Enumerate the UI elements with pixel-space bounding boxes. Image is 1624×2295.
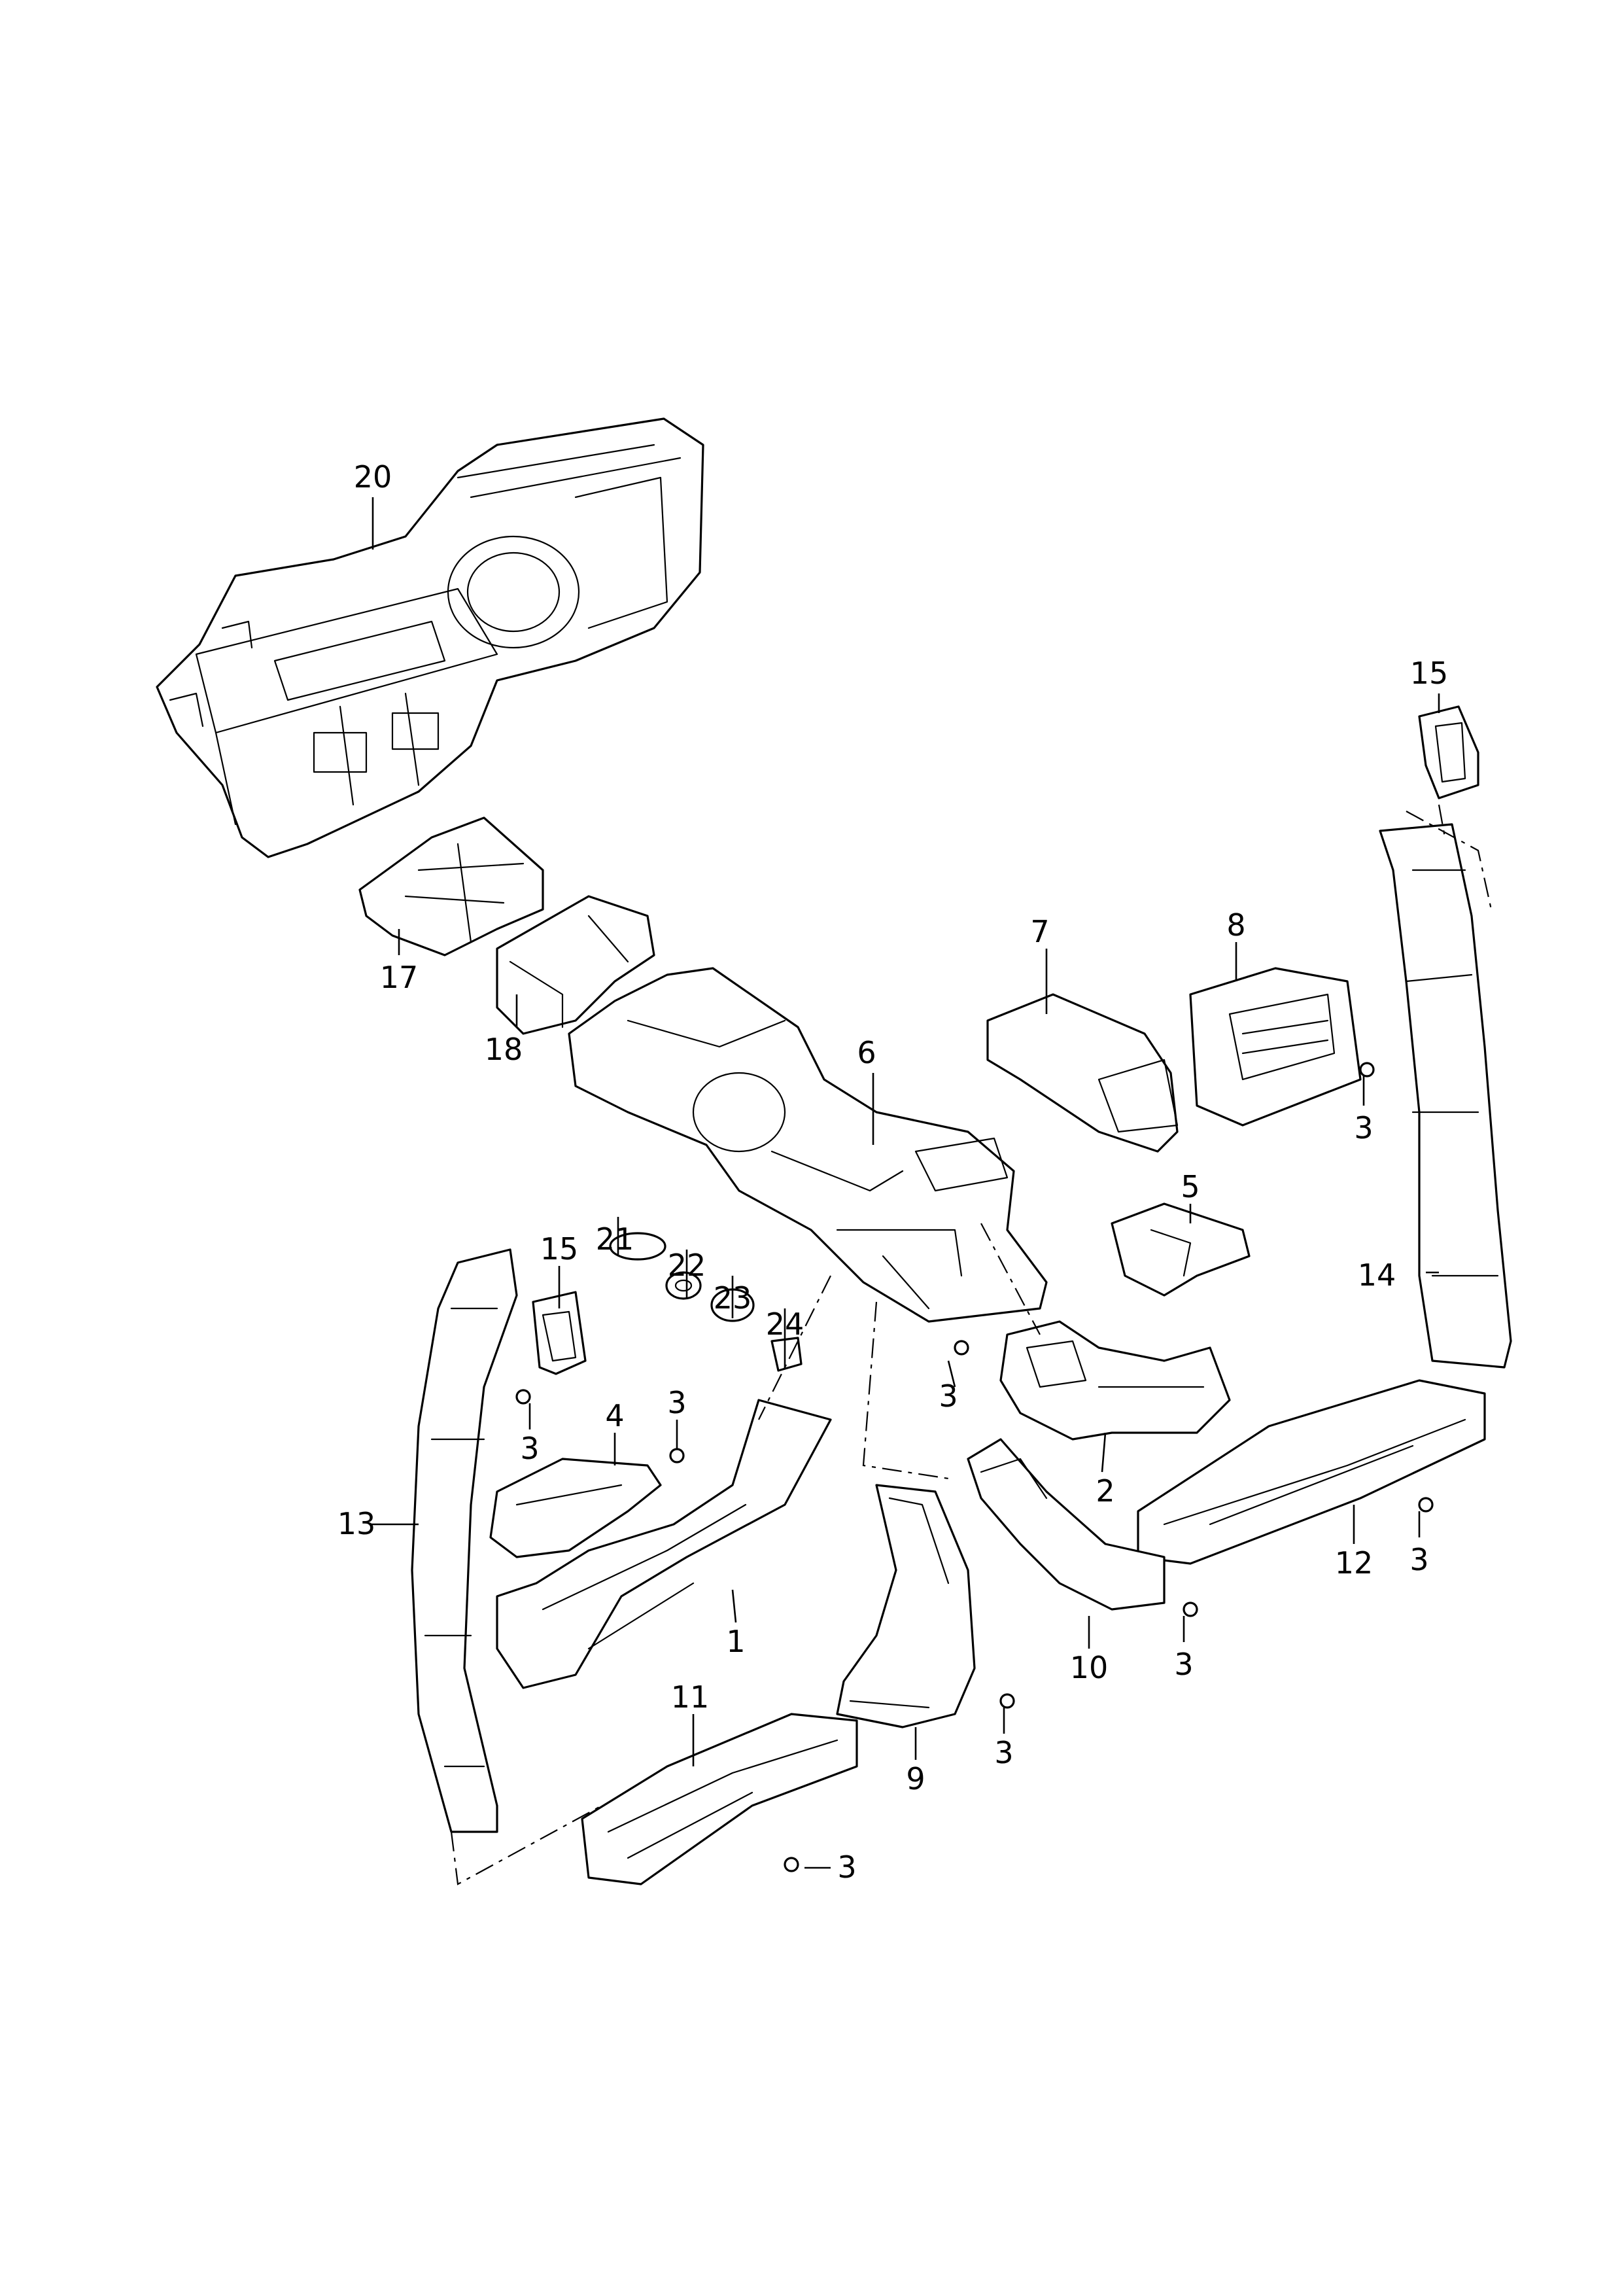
- callout-14: 14: [1358, 1257, 1396, 1293]
- callout-4: 4: [605, 1398, 624, 1433]
- part-17-duct: [358, 816, 544, 956]
- part-13-side-duct-left: [411, 1248, 518, 1833]
- callout-23: 23: [714, 1280, 752, 1316]
- callout-7: 7: [1030, 914, 1049, 949]
- callout-3-b: 3: [520, 1431, 539, 1466]
- callout-5: 5: [1181, 1169, 1200, 1204]
- callout-9: 9: [906, 1761, 925, 1796]
- part-7-rear-vent-duct: [986, 993, 1179, 1153]
- callout-3-a: 3: [1354, 1110, 1373, 1146]
- phantom-lines: [450, 804, 1493, 1885]
- callout-18: 18: [485, 1032, 523, 1067]
- callout-20: 20: [354, 459, 392, 495]
- callout-10: 10: [1070, 1650, 1109, 1685]
- callout-8: 8: [1226, 907, 1245, 943]
- callout-1: 1: [726, 1624, 745, 1659]
- callout-3-f: 3: [1174, 1647, 1193, 1682]
- screw-icons: [515, 1062, 1434, 1872]
- callout-11: 11: [671, 1679, 710, 1715]
- part-2-duct: [999, 1320, 1231, 1441]
- part-5-bracket: [1111, 1202, 1251, 1297]
- part-9-duct: [836, 1484, 976, 1728]
- part-4-bracket: [489, 1458, 662, 1558]
- callout-3-e: 3: [1409, 1542, 1428, 1577]
- callout-3-d: 3: [939, 1378, 958, 1414]
- callout-13: 13: [337, 1506, 376, 1541]
- callout-24: 24: [766, 1306, 804, 1342]
- callout-22: 22: [668, 1248, 706, 1283]
- callout-3-h: 3: [837, 1849, 856, 1885]
- callout-3-g: 3: [994, 1735, 1013, 1770]
- part-18-duct: [496, 895, 655, 1035]
- part-8-rear-vent: [1189, 967, 1362, 1127]
- leader-lines: [370, 497, 1440, 1869]
- part-6-center-duct: [568, 967, 1048, 1323]
- callout-17: 17: [380, 960, 419, 995]
- part-11-floor-duct-left: [581, 1713, 858, 1885]
- part-15-side-vent-top: [1418, 705, 1479, 799]
- part-14-side-duct-right: [1379, 823, 1512, 1369]
- part-1-center-floor-duct: [496, 1399, 832, 1689]
- callout-2: 2: [1096, 1473, 1114, 1509]
- part-10-duct: [967, 1438, 1166, 1611]
- callout-6: 6: [857, 1035, 876, 1070]
- part-15-side-vent-left: [532, 1291, 587, 1375]
- callout-labels: 20 17 18 6 7 8 3 15 14 5 21 22 23 24 15 …: [337, 459, 1449, 1885]
- callout-12: 12: [1335, 1545, 1373, 1581]
- part-22-grommet: [665, 1271, 702, 1300]
- callout-15-a: 15: [1410, 656, 1449, 691]
- part-24-plug: [770, 1337, 803, 1372]
- part-20-heater-housing: [156, 417, 704, 858]
- callout-21: 21: [596, 1221, 634, 1257]
- part-21-cap: [609, 1232, 666, 1261]
- callout-3-c: 3: [667, 1385, 686, 1420]
- callout-15-b: 15: [540, 1231, 579, 1267]
